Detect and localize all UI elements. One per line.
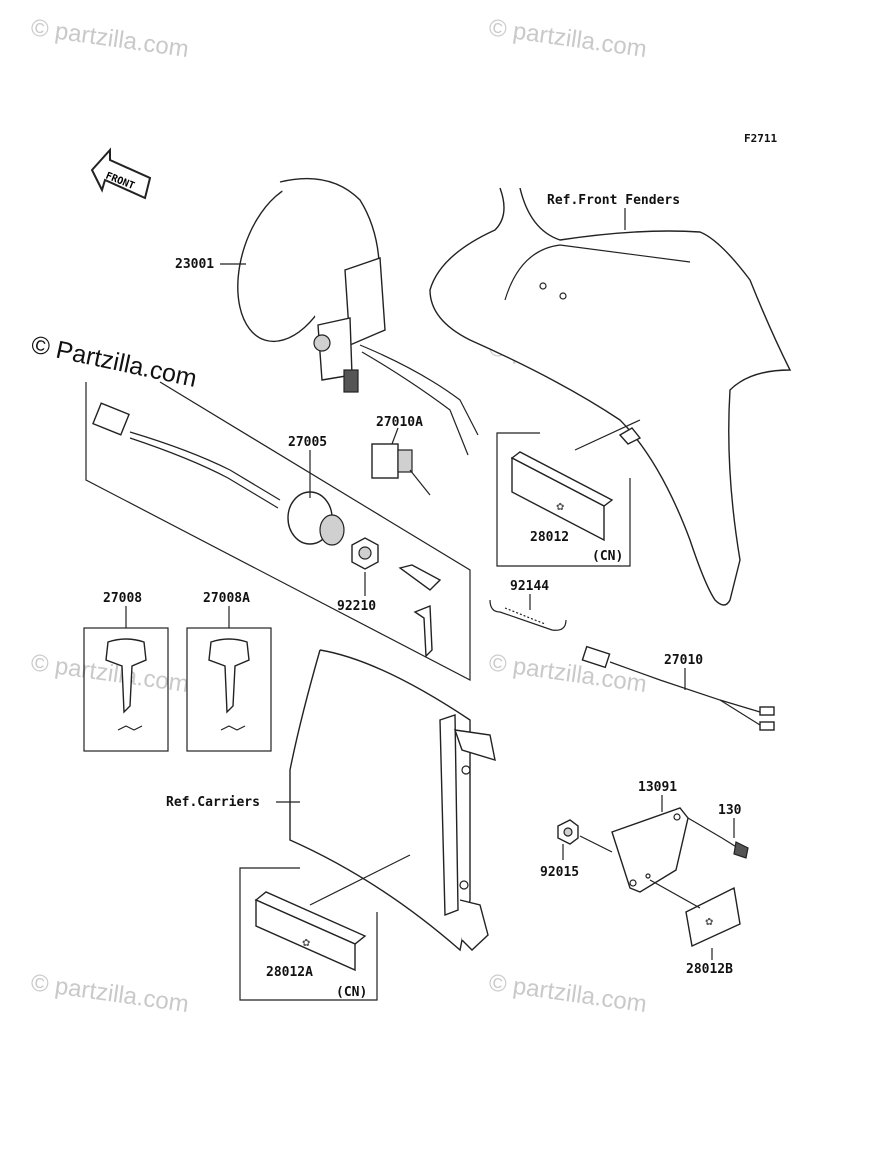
label-28012A: 28012A bbox=[266, 965, 313, 980]
watermark: © partzilla.com bbox=[29, 969, 190, 1018]
label-27008: 27008 bbox=[103, 591, 142, 606]
label-13091: 13091 bbox=[638, 780, 677, 795]
watermark: © partzilla.com bbox=[487, 14, 648, 63]
main-switch-27005 bbox=[92, 402, 345, 546]
label-28012B: 28012B bbox=[686, 962, 733, 977]
headlight-23001 bbox=[237, 177, 479, 456]
label-92210: 92210 bbox=[337, 599, 376, 614]
bracket-13091 bbox=[611, 807, 689, 893]
label-23001: 23001 bbox=[175, 257, 214, 272]
switch-27010A bbox=[371, 443, 431, 496]
watermark: © partzilla.com bbox=[29, 14, 190, 63]
label-130: 130 bbox=[718, 803, 742, 818]
watermark-main: © Partzilla.com bbox=[29, 330, 200, 392]
note-28012A: (CN) bbox=[336, 985, 367, 1000]
label-27010: 27010 bbox=[664, 653, 703, 668]
bolt-130 bbox=[721, 837, 749, 859]
switch-27010 bbox=[581, 645, 775, 731]
reflector-28012B: ✿ bbox=[685, 886, 741, 948]
svg-text:✿: ✿ bbox=[302, 938, 310, 949]
label-92144: 92144 bbox=[510, 579, 549, 594]
ref-front-fenders: Ref.Front Fenders bbox=[547, 193, 680, 208]
svg-text:✿: ✿ bbox=[556, 502, 564, 513]
label-28012: 28012 bbox=[530, 530, 569, 545]
svg-text:✿: ✿ bbox=[705, 917, 713, 928]
label-27005: 27005 bbox=[288, 435, 327, 450]
figure-code: F2711 bbox=[744, 132, 777, 145]
watermark: © partzilla.com bbox=[487, 969, 648, 1018]
front-fender-ref bbox=[429, 187, 792, 606]
label-27010A: 27010A bbox=[376, 415, 423, 430]
note-28012: (CN) bbox=[592, 549, 623, 564]
label-27008A: 27008A bbox=[203, 591, 250, 606]
label-92015: 92015 bbox=[540, 865, 579, 880]
watermark: © partzilla.com bbox=[487, 649, 648, 698]
front-arrow-icon: FRONT bbox=[90, 147, 152, 200]
carrier-ref bbox=[289, 649, 496, 952]
ref-carriers: Ref.Carriers bbox=[166, 795, 260, 810]
